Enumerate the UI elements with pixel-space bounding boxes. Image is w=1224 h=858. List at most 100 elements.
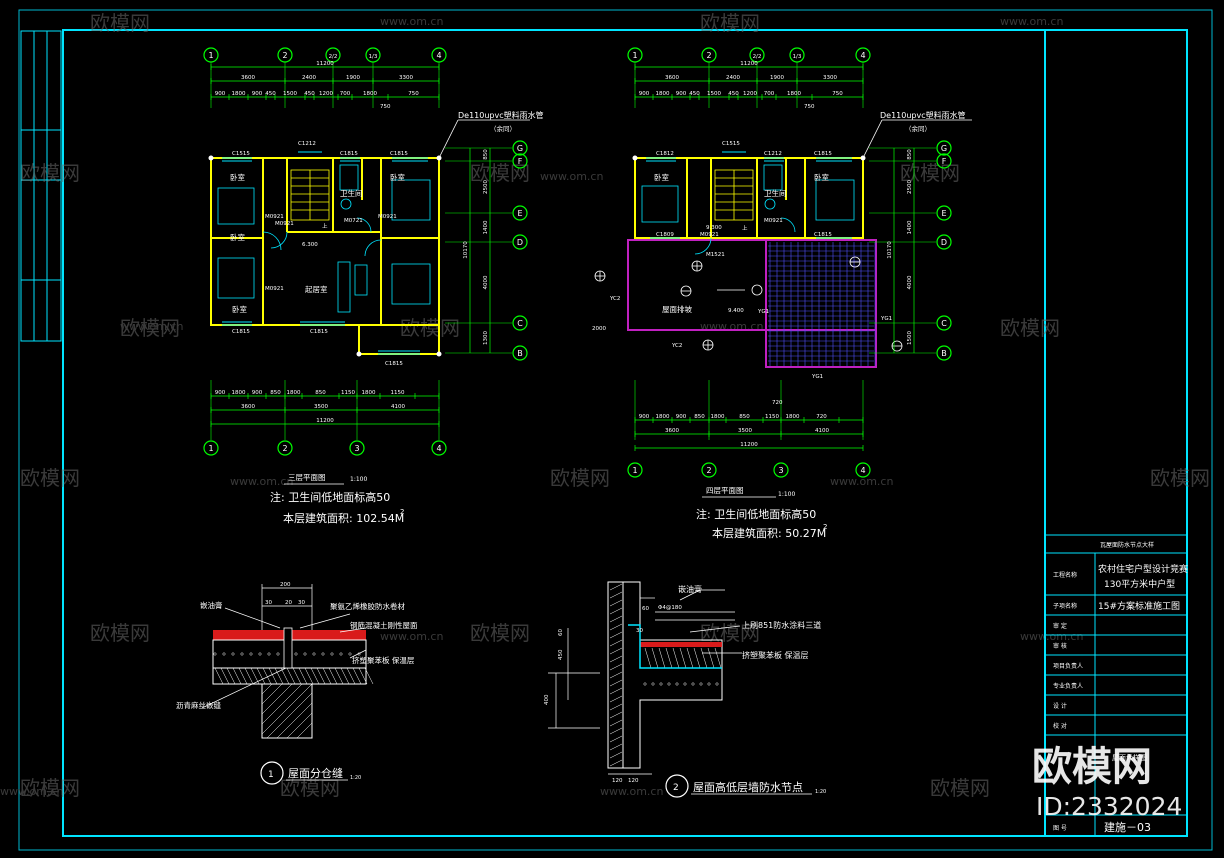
plan-tag: C1515: [722, 141, 740, 147]
hatch-line: [672, 647, 680, 669]
watermark-brand-mark: 欧模网: [400, 316, 460, 340]
plan-note-4f: 注: 卫生间低地面标高50: [696, 507, 816, 521]
drawing-label: 图 号: [1053, 825, 1067, 832]
detail2-title: 屋面高低层墙防水节点: [693, 780, 803, 794]
dim-text: 2400: [726, 75, 740, 81]
dim-text: 1800: [711, 414, 725, 420]
room-label: 屋面排坡: [662, 304, 692, 314]
pipe-note-sub: （余同）: [490, 124, 516, 133]
axis-label: 1: [208, 444, 213, 453]
watermark-url: www.om.cn: [700, 320, 763, 333]
watermark-brand-mark: 欧模网: [20, 466, 80, 490]
watermark-brand-mark: 欧模网: [120, 316, 180, 340]
dim-text: 3300: [399, 75, 413, 81]
design-unit: 瓦屋面防水节点大样: [1100, 541, 1154, 549]
hatch-dot: [213, 652, 217, 656]
hatch-dot: [707, 682, 711, 686]
plan-area-4f: 本层建筑面积: 50.27M: [712, 526, 826, 540]
axis-label: 2/2: [753, 54, 762, 60]
room-label: 卧室: [654, 172, 669, 182]
dim-text: 750: [380, 104, 391, 110]
watermark-brand: 欧模网 ID:2332024: [1032, 744, 1182, 821]
hatch-line: [609, 759, 623, 767]
hatch-dot: [339, 652, 343, 656]
dim-text: 850: [315, 390, 326, 396]
watermark-url: www.om.cn: [230, 475, 293, 488]
plan-tag: M0921: [275, 221, 294, 227]
hatch-line: [609, 751, 623, 759]
hatch-line: [609, 631, 623, 639]
axis-bubble: [203, 440, 219, 456]
room-label: 卫生间: [340, 188, 363, 198]
axis-label: 2: [706, 466, 711, 475]
hatch-line: [609, 663, 623, 671]
dim-text: 450: [728, 91, 739, 97]
plan-tag: YC2: [671, 343, 682, 349]
axis-label: 1: [632, 51, 637, 60]
dim-text: 3600: [241, 75, 255, 81]
dim-text: 450: [265, 91, 276, 97]
detail2-number: 2: [673, 783, 679, 793]
dim-text: 200: [280, 582, 291, 588]
dim-text: 750: [804, 104, 815, 110]
dim-text: 10170: [463, 241, 469, 259]
dim-text: 10170: [887, 241, 893, 259]
watermark-url: www.om.cn: [600, 785, 663, 798]
title-row-label: 校 对: [1053, 722, 1067, 730]
plan-tag: M0721: [344, 218, 363, 224]
plan-tag: M0921: [265, 214, 284, 220]
dim-text: 1800: [287, 390, 301, 396]
axis-bubble: [512, 234, 528, 250]
hatch-line: [262, 667, 272, 685]
dim-text: 850: [270, 390, 281, 396]
detail1-number: 1: [268, 770, 274, 780]
hatch-line: [700, 647, 708, 669]
hatch-line: [609, 687, 623, 695]
plan-tag: M0921: [378, 214, 397, 220]
axis-label: 4: [436, 51, 441, 60]
plan-tag: C1815: [232, 329, 250, 335]
hatch-line: [214, 667, 224, 685]
hatch-line: [693, 647, 701, 669]
plan-tag: 上: [742, 224, 748, 232]
axis-label: D: [941, 238, 947, 247]
hatch-dot: [699, 682, 703, 686]
dim-text: 1150: [391, 390, 405, 396]
dim-text: 850: [739, 414, 750, 420]
title-row-label: 审 核: [1053, 642, 1067, 650]
dim-text: 4000: [483, 275, 489, 289]
dim-text: 4000: [907, 275, 913, 289]
axis-label: F: [942, 157, 947, 166]
hatch-line: [609, 639, 623, 647]
axis-label: F: [518, 157, 523, 166]
plan-tag: C1809: [656, 232, 674, 238]
axis-bubble: [701, 462, 717, 478]
axis-label: 4: [860, 466, 865, 475]
axis-label: B: [517, 349, 523, 358]
hatch-dot: [667, 682, 671, 686]
title-block: 瓦屋面防水节点大样 工程名称 农村住宅户型设计竞赛 130平方米中户型 子项名称…: [1044, 534, 1188, 837]
plan-tag: YG1: [811, 374, 823, 380]
hatch-line: [609, 679, 623, 687]
hatch-line: [304, 667, 314, 685]
axis-label: 3: [354, 444, 359, 453]
hatch-line: [679, 647, 687, 669]
detail1-title: 屋面分仓缝: [288, 766, 343, 780]
dim-text: 4100: [815, 428, 829, 434]
dim-text: 1800: [362, 390, 376, 396]
room-label: 起居室: [305, 284, 328, 294]
hatch-line: [686, 647, 694, 669]
dim-text: 1500: [907, 331, 913, 345]
axis-bubble: [512, 153, 528, 169]
watermark-brand-mark: 欧模网: [90, 11, 150, 35]
hatch-line: [644, 647, 652, 669]
pipe-note-sub-4f: （余同）: [905, 124, 931, 133]
plan-tag: 6.300: [302, 242, 318, 248]
dim-text: 750: [408, 91, 419, 97]
dim-text: 900: [676, 414, 687, 420]
plan-tag: M0921: [764, 218, 783, 224]
dim-text: 2500: [907, 180, 913, 194]
dim-text: 11200: [316, 418, 334, 424]
